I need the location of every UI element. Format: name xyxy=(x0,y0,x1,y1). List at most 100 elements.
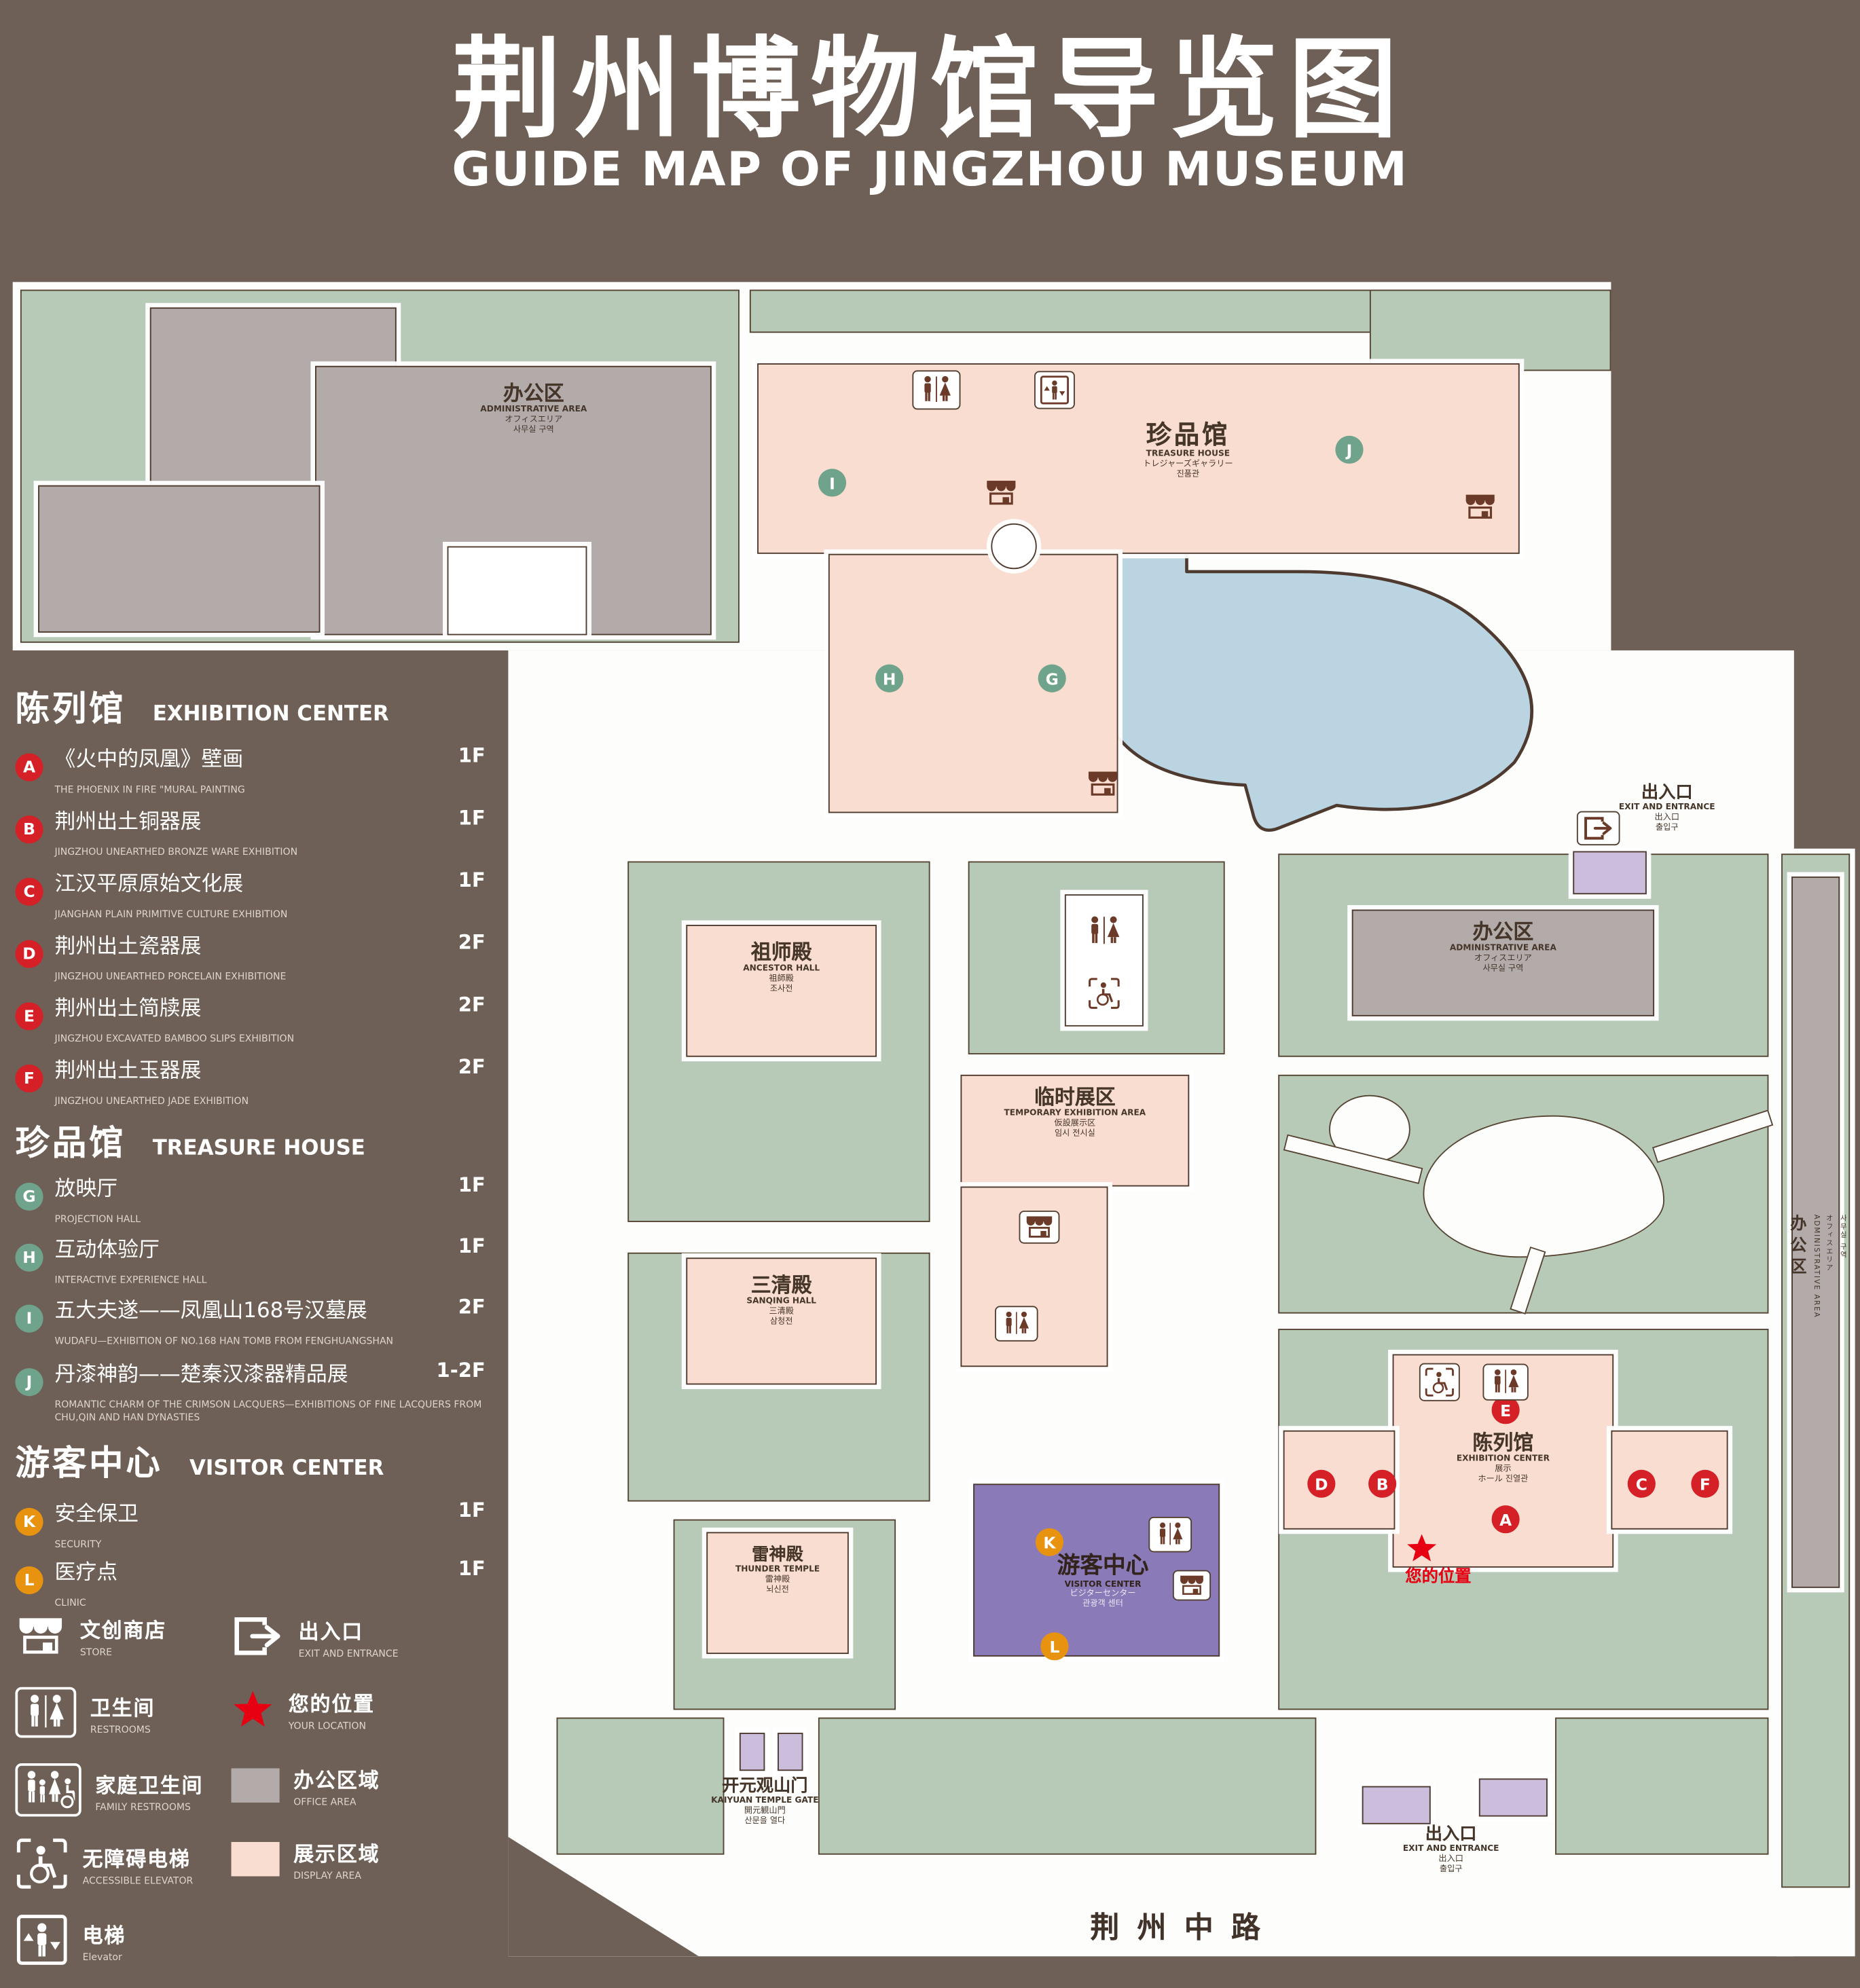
legend-item-a-floor: 1F xyxy=(458,744,486,768)
admin-nw-label-kr: 사무실 구역 xyxy=(513,424,554,435)
ancestor-hall-label-zh: 祖师殿 xyxy=(750,940,812,965)
legend-access-en: ACCESSIBLE ELEVATOR xyxy=(82,1874,194,1886)
map-marker-d: D xyxy=(1307,1469,1336,1498)
restroom-icon xyxy=(1084,914,1125,949)
legend-item-b-caption: JINGZHOU UNEARTHED BRONZE WARE EXHIBITIO… xyxy=(54,845,298,857)
legend-exhibition-title-zh: 陈列馆 xyxy=(15,689,126,729)
exhibition-center-label-kr: ホール 진열관 xyxy=(1478,1473,1529,1484)
exit-ne-label-jp: 出入口 xyxy=(1654,811,1679,822)
legend-store-en: STORE xyxy=(79,1646,113,1658)
legend-item-f: F 荆州出土玉器展 2F JINGZHOU UNEARTHED JADE EXHI… xyxy=(15,1053,488,1107)
legend-treasure-title-en: TREASURE HOUSE xyxy=(152,1135,365,1160)
gate-label-en: KAIYUAN TEMPLE GATE xyxy=(711,1795,819,1806)
thunder-temple-label-kr: 뇌신전 xyxy=(766,1583,789,1594)
exhibition-center-label-jp: 展示 xyxy=(1495,1463,1512,1474)
exhibition-center-label: 陈列馆 EXHIBITION CENTER 展示 ホール 진열관 xyxy=(1457,1431,1550,1485)
ancestor-hall-label-en: ANCESTOR HALL xyxy=(743,963,820,974)
legend-marker-a: A xyxy=(15,752,43,781)
exhibition-center-label-zh: 陈列馆 xyxy=(1472,1430,1534,1455)
map-marker-g: G xyxy=(1038,664,1066,693)
thunder-temple-building xyxy=(706,1532,849,1655)
legend-item-f-floor: 2F xyxy=(458,1055,486,1079)
treasure-house-label-en: TREASURE HOUSE xyxy=(1146,448,1230,459)
legend-item-d-caption: JINGZHOU UNEARTHED PORCELAIN EXHIBITIONE xyxy=(54,970,287,982)
legend-marker-d: D xyxy=(15,939,43,968)
legend-row-exit: 出入口 EXIT AND ENTRANCE xyxy=(232,1613,399,1659)
store-icon xyxy=(1463,492,1497,521)
pond xyxy=(1035,509,1534,832)
gate-post-east xyxy=(778,1733,803,1771)
store-icon xyxy=(1019,1211,1060,1244)
visitor-center-label-kr: 관광객 센터 xyxy=(1082,1598,1123,1609)
legend-family-zh: 家庭卫生间 xyxy=(95,1772,204,1797)
legend-item-d-floor: 2F xyxy=(458,931,486,955)
legend-item-i-floor: 2F xyxy=(458,1295,486,1319)
legend-exit-zh: 出入口 xyxy=(298,1619,364,1644)
legend-item-l-floor: 1F xyxy=(458,1557,486,1581)
exit-icon xyxy=(1576,811,1620,846)
legend-item-a-caption: THE PHOENIX IN FIRE "MURAL PAINTING xyxy=(54,783,245,795)
admin-nw-label-en: ADMINISTRATIVE AREA xyxy=(480,404,587,415)
legend-item-d-name: 荆州出土瓷器展 xyxy=(54,934,202,958)
admin-far-east-label: 办公区 ADMINISTRATIVE AREA オフィスエリア 사무실 구역 xyxy=(1781,1215,1850,1319)
legend-treasure-title-zh: 珍品馆 xyxy=(15,1124,126,1164)
location-star-icon xyxy=(1405,1532,1438,1565)
thunder-temple-label: 雷神殿 THUNDER TEMPLE 雷神殿 뇌신전 xyxy=(735,1545,820,1595)
accessible-elevator-icon xyxy=(15,1837,69,1890)
admin-nw-building-c xyxy=(38,485,321,633)
legend-visitor-title-zh: 游客中心 xyxy=(15,1444,163,1484)
legend-marker-b: B xyxy=(15,815,43,843)
admin-nw-courtyard xyxy=(447,546,587,636)
legend-item-f-caption: JINGZHOU UNEARTHED JADE EXHIBITION xyxy=(54,1094,249,1106)
sanqing-hall-label-en: SANQING HALL xyxy=(746,1295,817,1306)
temporary-exhibition-label: 临时展区 TEMPORARY EXHIBITION AREA 仮設展示区 임시 … xyxy=(1004,1085,1146,1139)
legend-marker-g: G xyxy=(15,1181,43,1211)
store-icon xyxy=(1172,1570,1211,1601)
legend-marker-f: F xyxy=(15,1063,43,1092)
exit-south-label: 出入口 EXIT AND ENTRANCE 出入口 출입구 xyxy=(1403,1824,1499,1875)
exit-icon xyxy=(232,1613,285,1659)
legend-item-a-name: 《火中的凤凰》壁画 xyxy=(54,747,244,771)
temporary-exhibition-label-kr: 임시 전시실 xyxy=(1054,1128,1095,1139)
admin-east-building xyxy=(1351,909,1655,1016)
map-marker-a: A xyxy=(1491,1505,1520,1534)
circular-plaza xyxy=(991,523,1037,570)
exit-south-label-en: EXIT AND ENTRANCE xyxy=(1402,1843,1499,1854)
legend-exit-en: EXIT AND ENTRANCE xyxy=(298,1646,399,1659)
map-marker-b: B xyxy=(1368,1469,1397,1498)
visitor-center-label-jp: ビジターセンター xyxy=(1070,1588,1136,1599)
treasure-house-building-main xyxy=(757,363,1520,554)
legend-item-h-name: 互动体验厅 xyxy=(54,1237,160,1262)
restroom-icon xyxy=(912,370,961,410)
thunder-temple-label-jp: 雷神殿 xyxy=(765,1574,790,1585)
legend-section-treasure: 珍品馆 TREASURE HOUSE xyxy=(15,1116,365,1165)
legend-section-visitor: 游客中心 VISITOR CENTER xyxy=(15,1435,384,1485)
page-subtitle: GUIDE MAP OF JINGZHOU MUSEUM xyxy=(452,142,1408,198)
legend-item-g-caption: PROJECTION HALL xyxy=(54,1212,141,1224)
ancestor-hall-building xyxy=(686,925,877,1057)
visitor-center-label: 游客中心 VISITOR CENTER ビジターセンター 관광객 센터 xyxy=(1057,1552,1149,1609)
temporary-exhibition-label-zh: 临时展区 xyxy=(1034,1084,1116,1109)
road-label: 荆州中路 xyxy=(1090,1911,1279,1945)
admin-east-label-kr: 사무실 구역 xyxy=(1482,962,1524,973)
legend-visitor-title-en: VISITOR CENTER xyxy=(189,1456,384,1480)
temporary-exhibition-label-en: TEMPORARY EXHIBITION AREA xyxy=(1004,1107,1146,1118)
legend-display-en: DISPLAY AREA xyxy=(293,1870,362,1881)
restroom-icon xyxy=(15,1687,77,1738)
legend-item-f-name: 荆州出土玉器展 xyxy=(54,1058,202,1083)
thunder-temple-label-zh: 雷神殿 xyxy=(752,1545,803,1566)
restroom-icon xyxy=(1148,1516,1192,1553)
temporary-exhibition-building-a xyxy=(960,1074,1190,1187)
admin-far-east-label-zh: 办公区 xyxy=(1786,1214,1806,1280)
legend-restrooms-zh: 卫生间 xyxy=(90,1695,156,1720)
map-marker-c: C xyxy=(1627,1469,1656,1498)
admin-nw-label-zh: 办公区 xyxy=(503,381,564,405)
legend-item-i-name: 五大夫遂——凤凰山168号汉墓展 xyxy=(54,1298,367,1323)
